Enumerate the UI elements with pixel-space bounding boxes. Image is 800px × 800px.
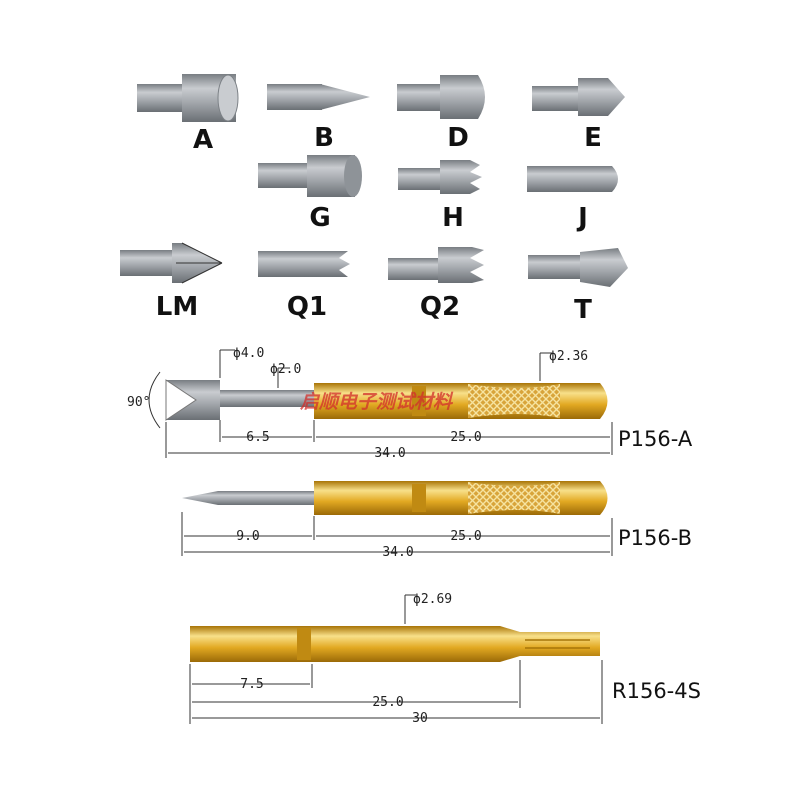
tip-q1-body bbox=[258, 251, 350, 277]
p156b-model: P156-B bbox=[618, 526, 692, 550]
tip-label-q2: Q2 bbox=[420, 292, 460, 322]
r156-len-b: 25.0 bbox=[372, 695, 403, 710]
tip-d-shaft bbox=[397, 84, 442, 111]
p156b-len-barrel: 25.0 bbox=[450, 529, 481, 544]
tip-label-d: D bbox=[447, 123, 469, 153]
tip-a-shaft bbox=[137, 84, 187, 112]
tip-g: G bbox=[258, 155, 362, 233]
tip-label-j: J bbox=[576, 203, 588, 233]
probe-p156-b: 9.0 25.0 34.0 P156-B bbox=[181, 481, 692, 560]
tip-label-lm: LM bbox=[156, 292, 198, 322]
tip-q2: Q2 bbox=[388, 247, 484, 322]
p156b-groove bbox=[412, 484, 426, 512]
p156a-len-total: 34.0 bbox=[374, 446, 405, 461]
r156-dim-lines bbox=[192, 683, 600, 719]
tip-j: J bbox=[527, 166, 618, 233]
tip-q2-crown bbox=[438, 247, 484, 283]
tip-j-body bbox=[527, 166, 618, 192]
tip-h-shaft bbox=[398, 168, 443, 190]
tip-t: T bbox=[528, 248, 628, 325]
p156a-plunger bbox=[218, 390, 316, 407]
tip-label-a: A bbox=[193, 125, 213, 155]
tip-label-e: E bbox=[584, 123, 602, 153]
p156a-len-plunger: 6.5 bbox=[246, 430, 269, 445]
tip-d-head bbox=[440, 75, 485, 119]
tip-h: H bbox=[398, 160, 482, 233]
tip-e: E bbox=[532, 78, 625, 153]
tip-q1: Q1 bbox=[258, 251, 350, 322]
tip-label-b: B bbox=[314, 123, 334, 153]
r156-dia: ϕ2.69 bbox=[413, 592, 452, 607]
p156b-knurl bbox=[468, 482, 560, 514]
r156-model: R156-4S bbox=[612, 679, 701, 703]
tip-label-q1: Q1 bbox=[287, 292, 327, 322]
p156a-model: P156-A bbox=[618, 427, 693, 451]
r156-len-a: 7.5 bbox=[240, 677, 263, 692]
tip-label-t: T bbox=[574, 295, 592, 325]
tip-b-shaft bbox=[267, 84, 322, 110]
receptacle-r156-4s: ϕ2.69 7.5 25.0 30 R156-4S bbox=[189, 592, 701, 726]
p156a-barrel-dia: ϕ2.36 bbox=[549, 349, 588, 364]
r156-body bbox=[190, 626, 600, 662]
tip-label-g: G bbox=[309, 203, 330, 233]
tip-e-head bbox=[578, 78, 625, 116]
p156a-knurl bbox=[468, 384, 560, 418]
p156a-angle: 90° bbox=[127, 395, 150, 410]
tip-b-point bbox=[320, 84, 370, 110]
p156b-needle bbox=[182, 491, 316, 505]
probe-p156-a: ϕ4.0 ϕ2.0 ϕ2.36 90° 6.5 25.0 34.0 P156-A bbox=[127, 346, 693, 461]
p156a-dim-lines bbox=[168, 436, 610, 454]
tip-t-head bbox=[580, 248, 628, 287]
tip-label-h: H bbox=[442, 203, 464, 233]
tip-d: D bbox=[397, 75, 485, 153]
watermark: 启顺电子测试材料 bbox=[299, 391, 454, 413]
p156a-plunger-dia: ϕ2.0 bbox=[270, 362, 301, 377]
r156-slot bbox=[525, 639, 590, 649]
p156b-len-total: 34.0 bbox=[382, 545, 413, 560]
p156a-head-dia: ϕ4.0 bbox=[233, 346, 264, 361]
r156-groove bbox=[297, 628, 311, 660]
tip-b: B bbox=[267, 84, 370, 153]
tip-g-face bbox=[344, 155, 362, 197]
tip-t-shaft bbox=[528, 255, 583, 279]
tip-a-cup bbox=[217, 74, 239, 122]
tip-h-head bbox=[440, 160, 482, 194]
tip-e-shaft bbox=[532, 86, 580, 111]
p156a-v-cut bbox=[165, 379, 197, 421]
tip-a: A bbox=[137, 74, 239, 155]
p156b-barrel bbox=[314, 481, 608, 515]
p156a-len-barrel: 25.0 bbox=[450, 430, 481, 445]
p156b-len-plunger: 9.0 bbox=[236, 529, 259, 544]
r156-len-total: 30 bbox=[412, 711, 428, 726]
p156a-angle-arc bbox=[148, 371, 161, 429]
p156a-groove bbox=[412, 386, 426, 416]
tip-lm-shaft bbox=[120, 250, 175, 276]
tip-q2-shaft bbox=[388, 258, 440, 280]
tip-g-shaft bbox=[258, 163, 310, 188]
tip-lm: LM bbox=[120, 242, 223, 322]
p156b-dim-lines bbox=[184, 535, 610, 553]
